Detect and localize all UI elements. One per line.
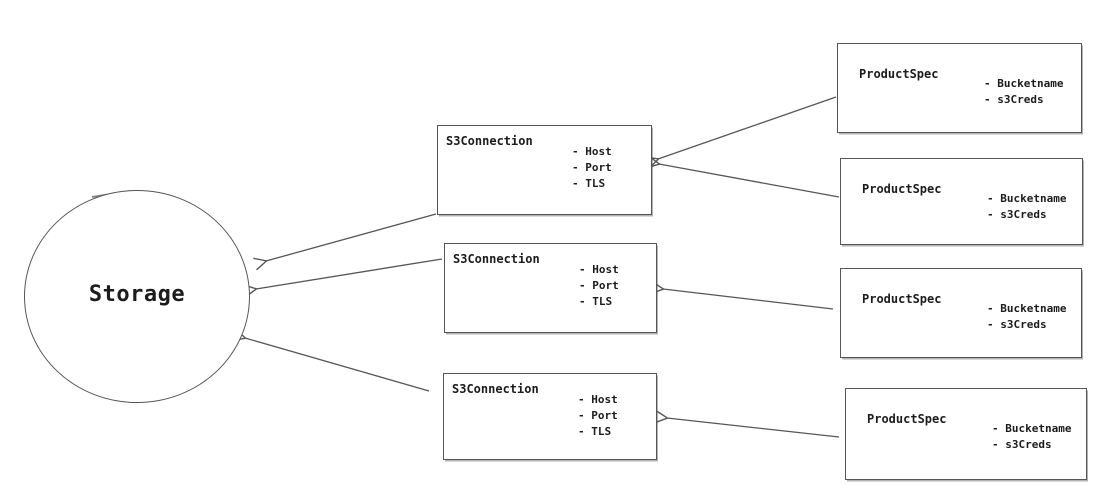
productspec-title: ProductSpec bbox=[862, 182, 942, 196]
attribute-host: - Host bbox=[578, 393, 618, 406]
attribute-tls: - TLS bbox=[572, 177, 606, 190]
s3connection-attributes: - Host - Port - TLS bbox=[579, 262, 619, 310]
attribute-bucketname: - Bucketname bbox=[987, 192, 1067, 205]
s3connection-node-2: S3Connection - Host - Port - TLS bbox=[444, 243, 657, 333]
attribute-bucketname: - Bucketname bbox=[987, 302, 1067, 315]
arrow-s3connection1-to-storage bbox=[253, 213, 437, 271]
productspec-attributes: - Bucketname - s3Creds bbox=[987, 301, 1066, 333]
productspec-attributes: - Bucketname - s3Creds bbox=[987, 191, 1066, 223]
productspec-node-1: ProductSpec - Bucketname - s3Creds bbox=[837, 43, 1082, 133]
attribute-host: - Host bbox=[572, 145, 612, 158]
attribute-s3creds: - s3Creds bbox=[984, 93, 1044, 106]
storage-node: Storage bbox=[24, 190, 250, 403]
arrow-productspec4-to-s3connection3 bbox=[654, 410, 840, 438]
productspec-title: ProductSpec bbox=[859, 67, 939, 81]
s3connection-attributes: - Host - Port - TLS bbox=[578, 392, 618, 440]
attribute-port: - Port bbox=[579, 279, 619, 292]
arrow-productspec2-to-s3connection1 bbox=[646, 155, 840, 198]
arrow-productspec1-to-s3connection1 bbox=[645, 96, 837, 169]
s3connection-title: S3Connection bbox=[452, 382, 539, 396]
attribute-port: - Port bbox=[572, 161, 612, 174]
s3connection-node-3: S3Connection - Host - Port - TLS bbox=[443, 373, 657, 460]
attribute-bucketname: - Bucketname bbox=[992, 422, 1072, 435]
s3connection-attributes: - Host - Port - TLS bbox=[572, 144, 612, 192]
productspec-title: ProductSpec bbox=[862, 292, 942, 306]
productspec-node-3: ProductSpec - Bucketname - s3Creds bbox=[840, 268, 1082, 358]
productspec-attributes: - Bucketname - s3Creds bbox=[992, 421, 1071, 453]
productspec-node-2: ProductSpec - Bucketname - s3Creds bbox=[840, 158, 1083, 245]
attribute-tls: - TLS bbox=[579, 295, 613, 308]
attribute-tls: - TLS bbox=[578, 425, 612, 438]
s3connection-title: S3Connection bbox=[453, 252, 540, 266]
s3connection-node-1: S3Connection - Host - Port - TLS bbox=[437, 125, 652, 215]
attribute-host: - Host bbox=[579, 263, 619, 276]
attribute-s3creds: - s3Creds bbox=[987, 208, 1047, 221]
productspec-node-4: ProductSpec - Bucketname - s3Creds bbox=[845, 388, 1087, 480]
storage-label: Storage bbox=[88, 282, 186, 307]
attribute-port: - Port bbox=[578, 409, 618, 422]
attribute-bucketname: - Bucketname bbox=[984, 77, 1064, 90]
arrow-productspec3-to-s3connection2 bbox=[650, 281, 834, 310]
attribute-s3creds: - s3Creds bbox=[987, 318, 1047, 331]
arrow-s3connection2-to-storage bbox=[243, 258, 443, 298]
productspec-attributes: - Bucketname - s3Creds bbox=[984, 76, 1063, 108]
s3connection-title: S3Connection bbox=[446, 134, 533, 148]
attribute-s3creds: - s3Creds bbox=[992, 438, 1052, 451]
productspec-title: ProductSpec bbox=[867, 412, 947, 426]
arrow-s3connection3-to-storage bbox=[232, 328, 430, 392]
